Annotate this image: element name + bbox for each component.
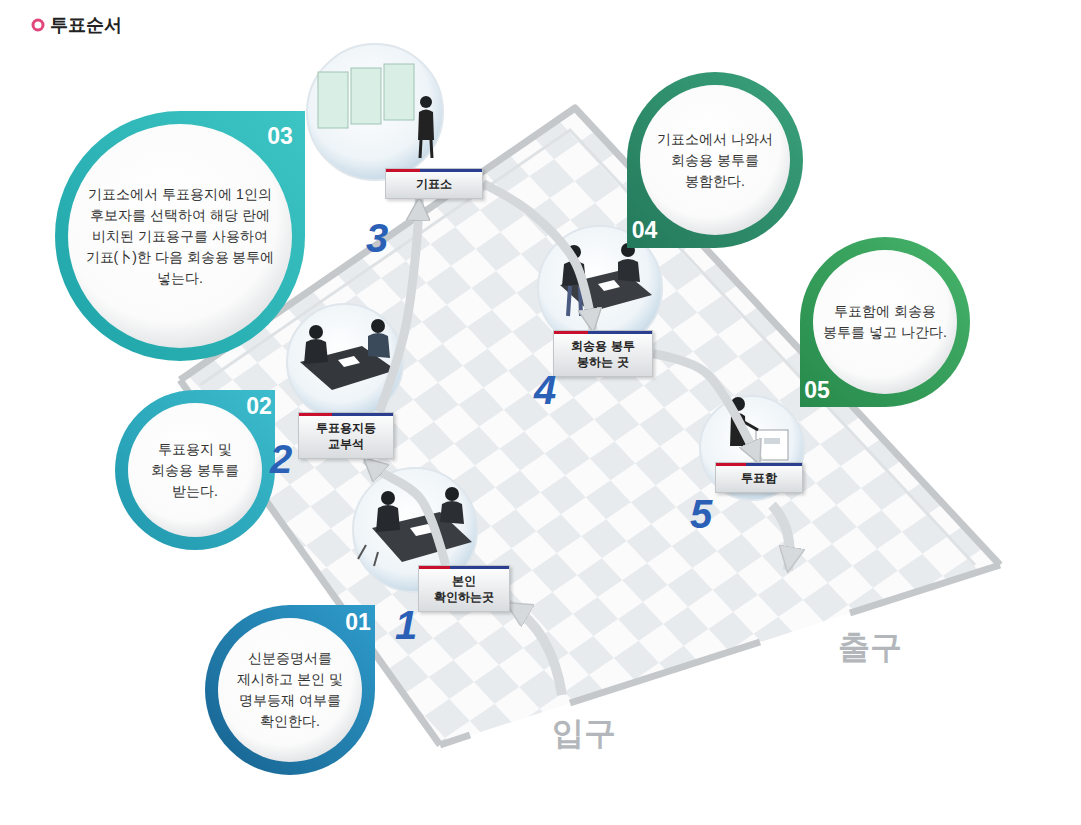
label-wrap: 출구 — [838, 630, 902, 665]
label-wrap: 2 — [270, 437, 292, 481]
callout-text: 기표소에서 나와서 회송용 봉투를 봉함한다. — [647, 129, 783, 192]
station-voting-booth — [318, 72, 348, 128]
station-voting-booth — [418, 110, 434, 141]
station-identity-check — [358, 545, 378, 566]
callout-face — [68, 124, 292, 348]
exit-label: 출구 — [838, 630, 902, 665]
step-number: 1 — [395, 603, 417, 647]
title-wrap: 투표순서 — [50, 13, 122, 37]
station-ballot-desk — [368, 333, 390, 358]
diagram-title: 투표순서 — [50, 13, 122, 37]
station-ballot-desk — [371, 319, 385, 333]
station-tag: 기표소 — [385, 168, 483, 199]
flow-arrow — [483, 184, 593, 330]
callout-number: 03 — [258, 122, 302, 150]
station-ballot-desk — [309, 325, 323, 339]
station-ballot-desk — [338, 356, 360, 367]
callout-face — [640, 85, 790, 235]
callout-text: 기표소에서 투표용지에 1인의 후보자를 선택하여 해당 란에 비치된 기표용구… — [77, 184, 283, 289]
station-voting-booth — [351, 68, 381, 124]
label-wrap: 4 — [534, 368, 556, 412]
station-envelope-seal — [618, 259, 640, 282]
callout-number-wrap: 02 — [237, 392, 281, 420]
step-number: 5 — [690, 492, 712, 536]
flow-arrow — [365, 459, 445, 565]
station-ballot-desk — [304, 339, 328, 364]
station-voting-booth — [307, 44, 443, 180]
station-ballot-box — [764, 438, 780, 444]
exit-arrow — [772, 505, 790, 570]
callout-ring — [55, 111, 305, 361]
station-name: 투표함 — [722, 470, 796, 486]
callout-face — [813, 250, 957, 394]
station-envelope-seal — [598, 280, 620, 291]
station-name: 기표소 — [392, 176, 476, 192]
callout-number-wrap: 03 — [258, 122, 302, 150]
callout-number: 02 — [237, 392, 281, 420]
entrance-arrow — [508, 604, 562, 695]
label-wrap: 1 — [395, 603, 417, 647]
callout-number-wrap: 05 — [795, 376, 839, 404]
entrance-arrow — [508, 604, 562, 695]
floor — [200, 130, 975, 565]
station-name: 본인 확인하는곳 — [425, 573, 503, 605]
callout-number: 04 — [623, 216, 667, 244]
station-identity-check — [440, 501, 464, 524]
step-callout: 05투표함에 회송용 봉투를 넣고 나간다. — [800, 237, 970, 407]
callout-text: 투표용지 및 회송용 봉투를 받는다. — [139, 439, 251, 502]
callout-number-wrap: 01 — [336, 608, 380, 636]
callout-face — [128, 403, 262, 537]
flow-arrow — [653, 354, 759, 462]
station-tag: 본인 확인하는곳 — [418, 565, 510, 612]
callout-number-wrap: 04 — [623, 216, 667, 244]
station-identity-check — [376, 505, 400, 532]
label-wrap: 3 — [366, 216, 388, 260]
station-voting-booth — [384, 64, 414, 120]
floor — [850, 565, 1000, 613]
step-callout: 02투표용지 및 회송용 봉투를 받는다. — [115, 390, 275, 550]
callout-number: 05 — [795, 376, 839, 404]
step-number: 3 — [366, 216, 388, 260]
title-bullet — [33, 20, 43, 30]
station-voting-booth — [307, 44, 443, 180]
station-identity-check — [445, 487, 459, 501]
station-voting-booth — [420, 96, 432, 108]
station-identity-check — [381, 491, 395, 505]
station-name: 투표용지등 교부석 — [305, 420, 387, 452]
step-number: 2 — [270, 437, 292, 481]
entrance-label: 입구 — [552, 716, 616, 751]
floor — [570, 642, 760, 703]
callout-text: 신분증명서를 제시하고 본인 및 명부등재 여부를 확인한다. — [222, 648, 358, 732]
step-callout: 01신분증명서를 제시하고 본인 및 명부등재 여부를 확인한다. — [205, 605, 375, 775]
callout-face — [218, 618, 362, 762]
station-tag: 회송용 봉투 봉하는 곳 — [553, 330, 653, 377]
station-tag: 투표함 — [715, 462, 803, 493]
station-tag: 투표용지등 교부석 — [298, 412, 394, 459]
station-envelope-seal — [568, 286, 581, 316]
station-name: 회송용 봉투 봉하는 곳 — [560, 338, 646, 370]
title-bullet — [33, 20, 43, 30]
station-voting-booth — [420, 140, 432, 158]
exit-arrow — [772, 505, 790, 570]
step-number: 4 — [534, 368, 556, 412]
step-callout: 04기표소에서 나와서 회송용 봉투를 봉함한다. — [627, 72, 803, 248]
callout-number: 01 — [336, 608, 380, 636]
label-wrap: 입구 — [552, 716, 616, 751]
label-wrap: 5 — [690, 492, 712, 536]
step-callout: 03 기표소에서 투표용지에 1인의 후보자를 선택하여 해당 란에 비치된 기표… — [55, 111, 305, 361]
floor — [440, 735, 470, 745]
callout-text: 투표함에 회송용 봉투를 넣고 나간다. — [815, 301, 955, 343]
